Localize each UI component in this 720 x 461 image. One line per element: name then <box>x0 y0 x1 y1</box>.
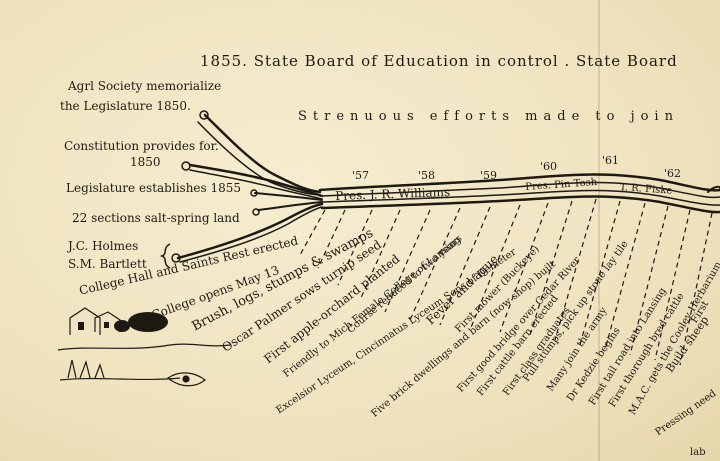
root-tip-curl <box>252 208 260 216</box>
branch-dash <box>554 198 597 341</box>
branch-dash <box>579 200 621 346</box>
branch-dash <box>317 209 346 269</box>
root-tip-curl <box>250 189 258 197</box>
sketch-brush-mass <box>128 312 168 332</box>
sketch-house <box>69 307 101 335</box>
year-label: '60 <box>540 160 558 173</box>
branch-dash <box>529 200 573 336</box>
root-branch <box>257 201 323 211</box>
branch-dash <box>384 209 431 313</box>
branch-dash <box>409 207 461 321</box>
sketch-ground <box>59 377 181 381</box>
root-label: Legislature establishes 1855 <box>66 181 242 195</box>
year-label: '59 <box>480 169 498 182</box>
root-label: 22 sections salt-spring land <box>72 211 240 225</box>
root-branch <box>188 163 324 198</box>
branch-dash <box>469 204 521 331</box>
branch-dash <box>604 202 646 351</box>
year-label: '58 <box>418 169 436 182</box>
sketch-brush-mass <box>114 320 130 332</box>
root-brace <box>159 243 171 269</box>
root-tip-curl <box>171 253 181 263</box>
branch-dash <box>654 209 691 361</box>
trunk-top <box>318 173 720 192</box>
branch-dash <box>629 205 669 356</box>
paper-fold-line <box>598 0 600 461</box>
root-branch <box>203 113 322 194</box>
header-line-2: Strenuous efforts made to join <box>298 109 679 124</box>
root-label: Agrl Society memorialize <box>68 79 222 93</box>
root-label: Constitution provides for. <box>64 139 219 153</box>
sketch-eye <box>166 372 206 387</box>
trunk-line <box>321 189 720 206</box>
branch-label: lab <box>690 447 706 458</box>
branch-dash <box>679 212 713 366</box>
branch-dash <box>359 209 401 301</box>
trunk-line <box>321 181 720 199</box>
branch-dash <box>299 209 326 256</box>
branch-dash <box>337 209 373 286</box>
branch-dash <box>499 202 549 333</box>
year-label: '62 <box>664 167 682 180</box>
year-label: '61 <box>602 154 620 167</box>
sketch-eye-pupil <box>182 375 190 383</box>
root-label: S.M. Bartlett <box>68 257 147 271</box>
root-label: the Legislature 1850. <box>60 99 191 113</box>
root-branch <box>254 192 323 201</box>
root-label: 1850 <box>130 155 161 169</box>
root-branch <box>179 206 323 263</box>
sketch-window <box>78 322 84 330</box>
sketch-brush <box>67 359 105 379</box>
root-branch <box>197 121 321 196</box>
trunk-label: Pres. J. R. Williams <box>334 184 451 203</box>
sketch-ground <box>57 343 231 351</box>
branch-dash <box>439 206 491 326</box>
root-branch <box>176 202 324 260</box>
root-label: J.C. Holmes <box>68 239 139 253</box>
sketch-window <box>104 322 109 328</box>
year-label: '57 <box>352 169 370 182</box>
root-tip-curl <box>181 161 191 171</box>
trunk-bottom <box>320 195 720 214</box>
header-line-1: 1855. State Board of Education in contro… <box>200 52 678 70</box>
root-tip-curl <box>199 110 209 120</box>
root-branch <box>189 169 323 200</box>
